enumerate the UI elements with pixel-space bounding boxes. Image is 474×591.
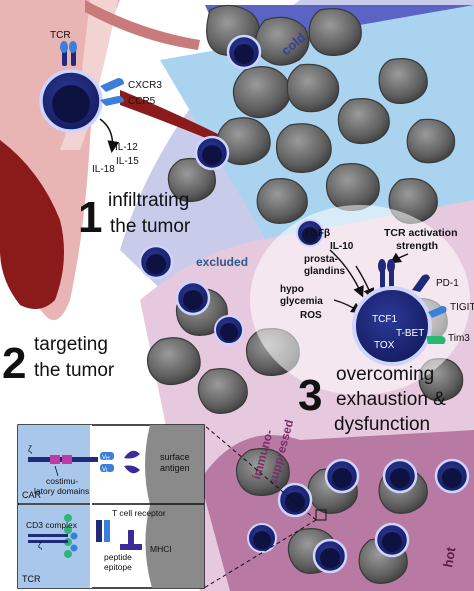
inset-peptide-line2: epitope <box>104 562 132 572</box>
t-cell-icon <box>277 482 313 518</box>
inset-vh: VH <box>102 455 110 462</box>
tgfb-label: TGFβ <box>304 228 330 239</box>
tim3-label: Tim3 <box>448 333 470 344</box>
inset-surface-antigen-line2: antigen <box>160 463 190 473</box>
tumor-cell <box>197 368 248 414</box>
inset-tcr-label: TCR <box>22 574 41 584</box>
t-cell-icon <box>382 458 418 494</box>
t-cell-icon <box>214 315 244 345</box>
tumor-cell <box>378 58 428 104</box>
t-cell-icon <box>374 522 410 558</box>
t-cell-icon <box>226 34 262 70</box>
tumor-cell <box>406 118 456 164</box>
inset-zeta-tcr: ζ <box>38 540 42 550</box>
tumor-cell <box>275 123 332 173</box>
tcf1-label: TCF1 <box>372 314 397 325</box>
exhausted-t-cell <box>352 259 447 366</box>
il15-label: IL-15 <box>116 156 139 167</box>
t-cells <box>138 34 470 574</box>
inset-car-label: CAR <box>22 490 42 500</box>
tcr-activation-line1: TCR activation <box>384 227 458 239</box>
cxcr3-label: CXCR3 <box>128 80 162 91</box>
il12-label: IL-12 <box>115 142 138 153</box>
surface-antigen-icon <box>124 450 140 474</box>
step-3-number: 3 <box>298 371 322 420</box>
inset-panel <box>17 424 205 589</box>
tumor-cell <box>286 63 340 113</box>
inset-tcell-receptor: T cell receptor <box>112 508 166 518</box>
step-3-line1: overcoming <box>336 364 434 385</box>
tumor-cell <box>235 448 290 496</box>
tumor-cell <box>147 337 201 385</box>
t-cell-icon <box>175 280 211 316</box>
tigit-receptor-icon <box>428 306 447 318</box>
step-3-line2: exhaustion & <box>336 389 446 410</box>
tumor-cell <box>325 163 380 211</box>
pd1-receptor-icon <box>412 274 430 292</box>
tumor-cell <box>256 178 308 224</box>
ccr5-label: CCR5 <box>128 96 156 107</box>
hypoglycemia-line2: glycemia <box>280 296 323 307</box>
ros-label: ROS <box>300 310 322 321</box>
arrow-icon <box>99 118 120 153</box>
tcr-label: TCR <box>50 30 71 41</box>
tbet-label: T-BET <box>396 328 424 339</box>
pd1-label: PD-1 <box>436 278 459 289</box>
prostaglandins-line2: glandins <box>304 266 346 277</box>
zoom-line <box>203 424 317 521</box>
inset-cd3-complex: CD3 complex <box>26 520 78 530</box>
t-cell-icon <box>247 523 277 553</box>
inset-peptide-line1: peptide <box>104 552 132 562</box>
tigit-label: TIGIT <box>450 302 474 313</box>
step-1-number: 1 <box>78 193 102 242</box>
tumor-cell <box>308 8 362 56</box>
inset-mhci: MHCI <box>150 544 172 554</box>
t-cell-icon <box>194 135 230 171</box>
step-2-line2: the tumor <box>34 360 115 381</box>
inset-costim-line1: costimu- <box>46 476 78 486</box>
inset-zeta-car: ζ <box>28 444 32 454</box>
il18-label: IL-18 <box>92 164 115 175</box>
tox-label: TOX <box>374 340 395 351</box>
inset-vl: VL <box>102 467 109 474</box>
prostaglandins-line1: prosta- <box>304 254 338 265</box>
t-cell-icon <box>312 538 348 574</box>
arrow-icon <box>329 249 364 298</box>
il10-label: IL-10 <box>330 241 354 252</box>
t-cell-top <box>39 41 124 153</box>
vessel-lumen <box>0 140 64 309</box>
step-1-line2: the tumor <box>110 216 191 237</box>
t-cell-icon <box>138 244 174 280</box>
zoom-line <box>203 519 317 589</box>
hypoglycemia-line1: hypo <box>280 284 304 295</box>
inset-costim-line2: latory domains <box>34 486 89 496</box>
zone-label-excluded: excluded <box>196 255 248 269</box>
t-cell-icon <box>324 458 360 494</box>
tumor-cell <box>337 98 390 145</box>
step-2-line1: targeting <box>34 334 108 355</box>
step-2-number: 2 <box>2 339 26 388</box>
step-1-line1: infiltrating <box>108 190 189 211</box>
tcr-activation-line2: strength <box>396 240 438 252</box>
t-cell-icon <box>296 219 324 247</box>
zone-label-hot: hot <box>440 545 458 568</box>
tumor-cell <box>232 66 291 119</box>
t-cell-icon <box>434 458 470 494</box>
ccr5-receptor-icon <box>100 96 124 106</box>
inset-surface-antigen-line1: surface <box>160 452 190 462</box>
cxcr3-receptor-icon <box>100 78 124 92</box>
vessel-branch <box>120 90 235 150</box>
tim3-receptor-icon <box>426 336 446 344</box>
step-3-line3: dysfunction <box>334 414 430 435</box>
